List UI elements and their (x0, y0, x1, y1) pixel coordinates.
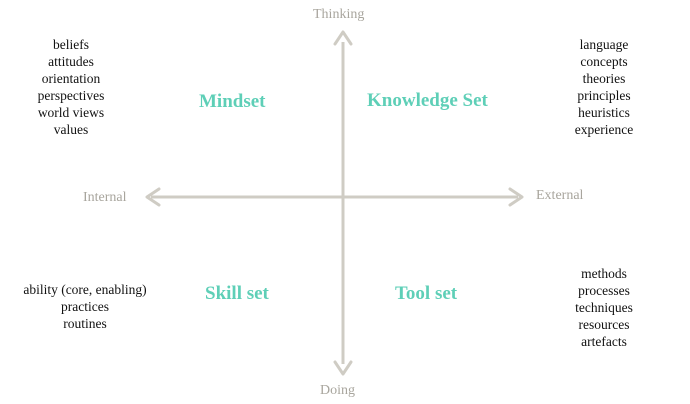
quadrant-title-tool-set: Tool set (395, 283, 458, 304)
arrowhead-left (145, 187, 161, 207)
arrowhead-right (508, 187, 524, 207)
list-item: ability (core, enabling) (23, 282, 147, 297)
axis-label-external: External (536, 188, 584, 203)
list-item: world views (37, 104, 105, 120)
axis-label-internal: Internal (83, 190, 127, 205)
list-item: practices (61, 298, 109, 314)
knowledge-set-list: language concepts theories principles he… (544, 37, 664, 138)
list-item: techniques (575, 299, 633, 315)
list-item: orientation (41, 70, 101, 86)
list-item: beliefs (53, 37, 89, 52)
axis-label-thinking: Thinking (313, 7, 365, 22)
arrowhead-up (333, 30, 353, 46)
list-item: theories (582, 70, 626, 86)
list-item: experience (574, 121, 634, 137)
list-item: principles (577, 87, 631, 103)
quadrant-title-mindset: Mindset (199, 91, 266, 112)
quadrant-title-skill-set: Skill set (205, 283, 269, 304)
list-item: perspectives (37, 87, 105, 103)
skill-set-list: ability (core, enabling) practices routi… (0, 282, 170, 333)
axis-label-doing: Doing (320, 383, 355, 398)
list-item: attitudes (48, 53, 94, 69)
mindset-list: beliefs attitudes orientation perspectiv… (6, 37, 136, 138)
list-item: heuristics (578, 104, 630, 120)
list-item: routines (63, 315, 107, 331)
list-item: methods (581, 266, 627, 281)
list-item: language (579, 37, 629, 52)
list-item: concepts (580, 53, 628, 69)
list-item: resources (578, 316, 630, 332)
list-item: values (53, 121, 89, 137)
quadrant-title-knowledge-set: Knowledge Set (367, 90, 488, 111)
list-item: processes (578, 282, 630, 298)
tool-set-list: methods processes techniques resources a… (544, 266, 664, 351)
list-item: artefacts (581, 333, 627, 349)
arrowhead-down (333, 360, 353, 376)
